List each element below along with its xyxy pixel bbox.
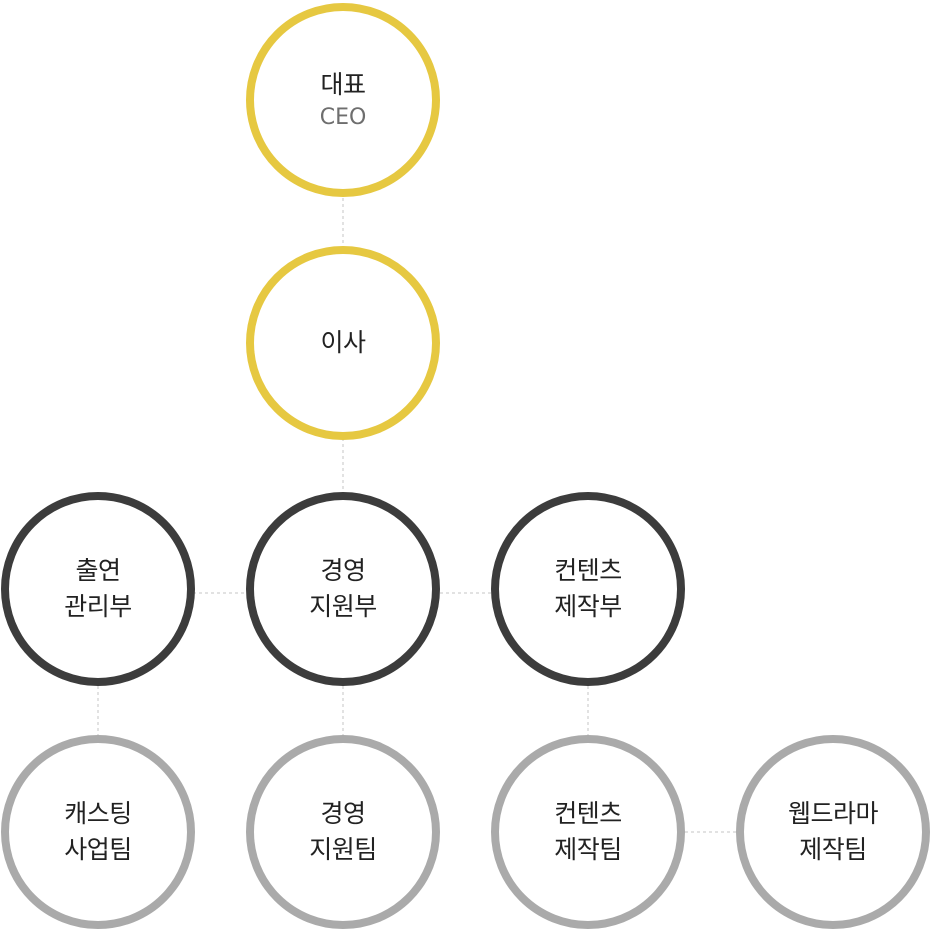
node-dept-management-support-label: 경영 지원부 xyxy=(309,556,377,621)
node-team-content-production-label: 컨텐츠 제작팀 xyxy=(554,799,622,864)
node-director: 이사 xyxy=(246,246,440,440)
node-ceo: 대표 CEO xyxy=(246,3,440,197)
node-dept-management-support: 경영 지원부 xyxy=(246,492,440,686)
node-director-label: 이사 xyxy=(320,328,366,357)
node-ceo-label: 대표 xyxy=(320,70,366,99)
node-team-content-production: 컨텐츠 제작팀 xyxy=(491,735,685,929)
node-team-casting: 캐스팅 사업팀 xyxy=(1,735,195,929)
node-team-webdrama-production: 웹드라마 제작팀 xyxy=(736,735,930,929)
node-dept-talent-management-label: 출연 관리부 xyxy=(64,556,132,621)
node-ceo-sublabel: CEO xyxy=(319,105,367,130)
node-dept-content-production-label: 컨텐츠 제작부 xyxy=(554,556,622,621)
node-team-casting-label: 캐스팅 사업팀 xyxy=(64,799,132,864)
node-team-management-support-label: 경영 지원팀 xyxy=(309,799,377,864)
node-team-management-support: 경영 지원팀 xyxy=(246,735,440,929)
node-dept-talent-management: 출연 관리부 xyxy=(1,492,195,686)
node-dept-content-production: 컨텐츠 제작부 xyxy=(491,492,685,686)
node-team-webdrama-production-label: 웹드라마 제작팀 xyxy=(787,799,879,864)
